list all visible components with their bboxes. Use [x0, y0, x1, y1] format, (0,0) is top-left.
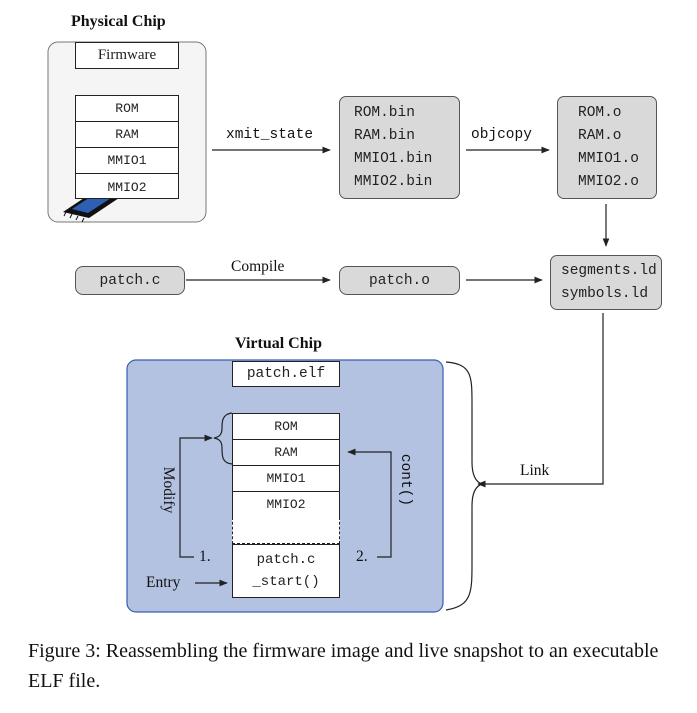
modify-label: Modify — [160, 466, 177, 514]
physical-rom-region: ROM — [76, 96, 178, 122]
linker-file-item: symbols.ld — [561, 285, 649, 302]
figure-caption: Figure 3: Reassembling the firmware imag… — [28, 640, 659, 692]
compile-label: Compile — [231, 258, 285, 275]
physical-memory-map: ROM RAM MMIO1 MMIO2 — [75, 95, 179, 199]
virtual-rom-region: ROM — [233, 414, 339, 440]
firmware-label: Firmware — [97, 47, 157, 63]
virtual-mmio2-region: MMIO2 — [233, 492, 339, 518]
modify-arrow — [179, 434, 213, 558]
physical-mmio1-region: MMIO1 — [76, 148, 178, 174]
patch-code-line: _start() — [252, 574, 320, 590]
obj-file-item: MMIO2.o — [578, 173, 639, 190]
virtual-chip-title: Virtual Chip — [235, 335, 322, 352]
elf-box: patch.elf — [232, 361, 340, 387]
xmit-state-label: xmit_state — [226, 127, 314, 143]
objcopy-label: objcopy — [471, 127, 532, 143]
bin-file-item: MMIO2.bin — [354, 173, 433, 190]
patch-source-label: patch.c — [99, 272, 161, 289]
virtual-ram-region: RAM — [233, 440, 339, 466]
rom-ram-brace — [213, 412, 233, 465]
bin-files-box: ROM.bin RAM.bin MMIO1.bin MMIO2.bin — [339, 96, 460, 199]
patch-object-label: patch.o — [369, 272, 430, 289]
step-2-label: 2. — [356, 548, 368, 565]
obj-files-box: ROM.o RAM.o MMIO1.o MMIO2.o — [557, 96, 657, 199]
cont-arrow — [347, 448, 392, 558]
patch-code-line: patch.c — [256, 552, 316, 568]
step-1-label: 1. — [199, 548, 211, 565]
bin-file-item: MMIO1.bin — [354, 150, 433, 167]
physical-ram-region: RAM — [76, 122, 178, 148]
physical-chip-title: Physical Chip — [71, 13, 166, 30]
obj-file-item: RAM.o — [578, 127, 622, 144]
bin-file-item: ROM.bin — [354, 104, 415, 121]
linker-file-item: segments.ld — [561, 262, 657, 279]
virtual-mmio1-region: MMIO1 — [233, 466, 339, 492]
cont-label: cont() — [397, 453, 413, 507]
elf-label: patch.elf — [246, 366, 326, 382]
link-arrow — [477, 313, 604, 488]
physical-mmio2-region: MMIO2 — [107, 179, 147, 195]
bin-file-item: RAM.bin — [354, 127, 415, 144]
patch-code-box: patch.c _start() — [232, 544, 340, 598]
link-label: Link — [520, 462, 550, 479]
obj-file-item: ROM.o — [578, 104, 622, 121]
link-brace — [445, 361, 484, 611]
empty-region-dashed-sides — [232, 517, 340, 544]
linker-scripts-box: segments.ld symbols.ld — [550, 255, 662, 310]
firmware-box: Firmware — [75, 42, 179, 69]
entry-label: Entry — [146, 574, 181, 591]
obj-file-item: MMIO1.o — [578, 150, 639, 167]
patch-object-box: patch.o — [339, 266, 460, 295]
patch-source-box: patch.c — [75, 266, 185, 295]
